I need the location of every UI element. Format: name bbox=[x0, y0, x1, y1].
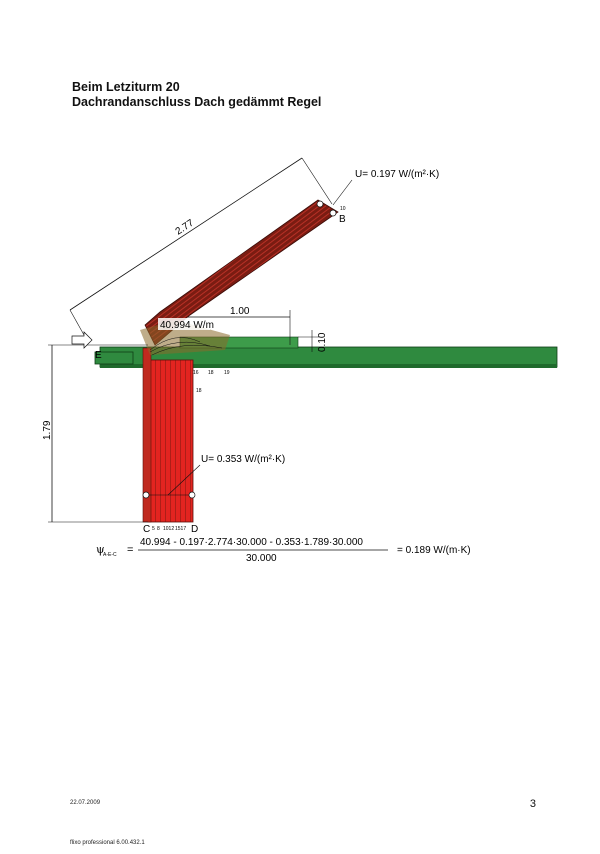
small-label-16: 16 bbox=[193, 370, 199, 376]
roof-u-value: U= 0.197 W/(m²·K) bbox=[355, 169, 439, 180]
roof-u-leader bbox=[332, 179, 353, 206]
wall-u-value: U= 0.353 W/(m²·K) bbox=[201, 454, 285, 465]
footer-software: flixo professional 6.00.432.1 bbox=[70, 840, 145, 846]
heat-flow-label-background bbox=[158, 318, 210, 330]
page-title-line1: Beim Letziturm 20 bbox=[72, 80, 180, 94]
small-label-18: 18 bbox=[208, 370, 214, 376]
small-label-10: 10 bbox=[340, 206, 346, 212]
isotherm-lines bbox=[149, 337, 223, 356]
roof-point-marker-1 bbox=[316, 200, 324, 208]
formula-equals: = bbox=[127, 544, 133, 556]
small-label-18b: 18 bbox=[196, 388, 202, 394]
small-label-5: 5 bbox=[152, 526, 155, 532]
horizontal-dimension-label: 1.00 bbox=[230, 306, 250, 317]
slab-underside-strip bbox=[100, 364, 557, 368]
roof-dim-extension-right bbox=[301, 157, 333, 205]
thickness-label: 0.10 bbox=[317, 332, 328, 352]
point-label-b: B bbox=[339, 214, 346, 225]
heat-flow-arrow bbox=[71, 331, 93, 349]
wall-height-label: 1.79 bbox=[42, 420, 53, 440]
wall-section bbox=[147, 359, 194, 523]
footer-date: 22.07.2009 bbox=[70, 800, 101, 806]
wall-point-marker-right bbox=[188, 491, 196, 499]
roof-dimension-line bbox=[69, 157, 303, 311]
small-label-1517: 1517 bbox=[175, 526, 186, 532]
wall-point-marker-left bbox=[142, 491, 150, 499]
formula-psi: ψ bbox=[96, 543, 105, 556]
formula-denominator: 30.000 bbox=[246, 553, 277, 564]
roof-point-marker-2 bbox=[329, 209, 337, 217]
slab-overhang bbox=[94, 351, 134, 365]
heat-flow-label: 40.994 W/m bbox=[160, 320, 214, 331]
point-label-e: E bbox=[95, 350, 102, 361]
small-label-1012: 1012 bbox=[163, 526, 174, 532]
roof-dim-extension-left bbox=[69, 309, 85, 336]
small-label-8: 8 bbox=[157, 526, 160, 532]
formula-numerator: 40.994 - 0.197·2.774·30.000 - 0.353·1.78… bbox=[140, 537, 363, 548]
point-label-c: C bbox=[143, 524, 150, 535]
page-number: 3 bbox=[529, 798, 536, 810]
formula-psi-subscript: A-E-C bbox=[103, 552, 117, 558]
page-title-line2: Dachrandanschluss Dach gedämmt Regel bbox=[72, 95, 322, 109]
wall-u-leader bbox=[167, 464, 201, 496]
point-label-d: D bbox=[191, 524, 198, 535]
small-label-19: 19 bbox=[224, 370, 230, 376]
formula-result: = 0.189 W/(m·K) bbox=[397, 545, 471, 556]
